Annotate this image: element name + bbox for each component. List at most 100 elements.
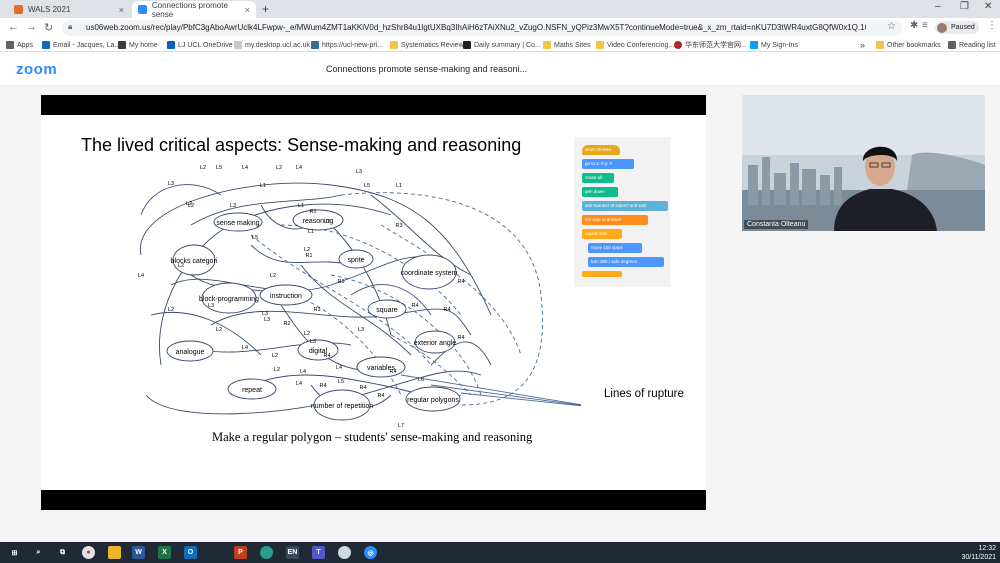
reading-mode-icon[interactable]: ≡ bbox=[922, 20, 928, 31]
paint-icon[interactable] bbox=[338, 546, 351, 559]
system-clock[interactable]: 12:32 30/11/2021 bbox=[958, 544, 996, 562]
edge-label: R4 bbox=[457, 335, 464, 341]
bookmark-desktop[interactable]: my.desktop.ucl.ac.uk bbox=[234, 39, 310, 51]
close-tab-icon[interactable]: × bbox=[244, 4, 250, 15]
edge-label: L2 bbox=[274, 367, 280, 373]
reload-icon[interactable]: ↻ bbox=[44, 22, 54, 34]
page-icon bbox=[463, 41, 471, 49]
edge-label: L3 bbox=[264, 317, 270, 323]
url-text[interactable]: us06web.zoom.us/rec/play/PbfC3gAboAwrUcl… bbox=[86, 23, 866, 32]
zoom-logo[interactable]: zoom bbox=[16, 61, 58, 78]
zoom-favicon-icon bbox=[138, 5, 147, 14]
avatar bbox=[937, 22, 947, 33]
lock-icon[interactable]: 🔒︎ bbox=[68, 22, 73, 31]
bookmark-reading-list[interactable]: Reading list bbox=[948, 39, 996, 51]
scratch-block: ask Number of sides? and wait bbox=[582, 201, 668, 211]
concept-map-diagram: sense making reasoning blocks categori s… bbox=[138, 165, 581, 429]
address-bar[interactable]: 🔒︎ us06web.zoom.us/rec/play/PbfC3gAboAwr… bbox=[62, 20, 902, 36]
node-analogue: analogue bbox=[176, 349, 205, 356]
tab-wals[interactable]: WALS 2021 × bbox=[8, 1, 130, 18]
folder-icon bbox=[390, 41, 398, 49]
bookmark-video-conf[interactable]: Video Conferencing... bbox=[596, 39, 674, 51]
bookmark-my-home[interactable]: My home bbox=[118, 39, 158, 51]
bookmark-label: Apps bbox=[17, 41, 33, 49]
new-tab-button[interactable]: + bbox=[262, 2, 270, 16]
node-reasoning: reasoning bbox=[303, 218, 334, 225]
menu-icon[interactable]: ⋮ bbox=[987, 20, 997, 31]
powerpoint-icon[interactable]: P bbox=[234, 546, 247, 559]
bookmark-label: LJ UCL OneDrive bbox=[178, 41, 233, 49]
scratch-block: go to x: 0 y: 0 bbox=[582, 159, 634, 169]
chrome-icon[interactable]: ● bbox=[82, 546, 95, 559]
more-bookmarks-icon[interactable]: » bbox=[860, 40, 866, 50]
tab-label: WALS 2021 bbox=[28, 5, 71, 14]
word-icon[interactable]: W bbox=[132, 546, 145, 559]
explorer-icon[interactable] bbox=[108, 546, 121, 559]
edge-label: L3 bbox=[356, 169, 362, 175]
clock-time: 12:32 bbox=[978, 545, 996, 552]
edge-label: L2 bbox=[304, 331, 310, 337]
back-icon[interactable]: ← bbox=[8, 21, 19, 33]
bookmark-label: Reading list bbox=[959, 41, 996, 49]
taskview-icon[interactable]: ⧉ bbox=[60, 548, 65, 556]
ucl-icon bbox=[118, 41, 126, 49]
search-icon[interactable]: ⌕ bbox=[36, 548, 41, 556]
ucl-icon bbox=[311, 41, 319, 49]
tab-zoom-recording[interactable]: Connections promote sense × bbox=[132, 0, 256, 19]
bookmark-ecnu[interactable]: 华东师范大学官网... bbox=[674, 39, 747, 51]
forward-icon[interactable]: → bbox=[26, 21, 37, 33]
edge-label: L5 bbox=[252, 235, 258, 241]
folder-icon bbox=[876, 41, 884, 49]
edge-label: L2 bbox=[168, 307, 174, 313]
edge-label: R4 bbox=[377, 393, 384, 399]
edge-label: L4 bbox=[296, 165, 302, 171]
bookmark-sign-ins[interactable]: My Sign-Ins bbox=[750, 39, 798, 51]
edge-label: L2 bbox=[188, 203, 194, 209]
folder-icon bbox=[543, 41, 551, 49]
globe-icon[interactable]: ◎ bbox=[364, 546, 377, 559]
edge-icon[interactable] bbox=[260, 546, 273, 559]
extensions-icon[interactable]: ✱ bbox=[910, 20, 919, 31]
edge-label: L3 bbox=[262, 311, 268, 317]
recording-title: Connections promote sense-making and rea… bbox=[326, 64, 528, 74]
edge-label: R3 bbox=[337, 279, 344, 285]
bookmark-systematics[interactable]: Systematics Review bbox=[390, 39, 464, 51]
excel-icon[interactable]: X bbox=[158, 546, 171, 559]
speaker-video[interactable]: Constanta Olteanu bbox=[742, 95, 985, 231]
bookmark-label: Other bookmarks bbox=[887, 41, 941, 49]
minimize-icon[interactable]: – bbox=[935, 1, 941, 12]
edge-label: R4 bbox=[359, 385, 366, 391]
bookmark-star-icon[interactable]: ☆ bbox=[887, 21, 896, 32]
start-icon[interactable]: ⊞ bbox=[11, 549, 18, 557]
bookmark-ucl-new[interactable]: https://ucl-new-pri... bbox=[311, 39, 383, 51]
edge-label: L3 bbox=[358, 327, 364, 333]
bookmark-email[interactable]: Email - Jacques, La... bbox=[42, 39, 120, 51]
tab-label: Connections promote sense bbox=[151, 0, 228, 19]
edge-label: R4 bbox=[411, 303, 418, 309]
edge-label: L2 bbox=[324, 219, 330, 225]
edge-label: R3 bbox=[313, 307, 320, 313]
node-block-programming: block-programming bbox=[199, 296, 259, 303]
maximize-icon[interactable]: ❐ bbox=[960, 1, 969, 12]
close-window-icon[interactable]: ✕ bbox=[984, 1, 993, 12]
bookmark-maths-sites[interactable]: Maths Sites bbox=[543, 39, 591, 51]
edge-label: L2 bbox=[200, 165, 206, 171]
node-regular-polygons: regular polygons bbox=[407, 397, 459, 404]
slide-caption: Make a regular polygon – students' sense… bbox=[212, 430, 533, 444]
edge-label: L2 bbox=[276, 165, 282, 171]
profile-button[interactable]: Paused bbox=[935, 21, 979, 34]
scratch-block: set side to answer bbox=[582, 215, 648, 225]
edge-label: R2 bbox=[283, 321, 290, 327]
edge-label: L2 bbox=[270, 273, 276, 279]
bookmark-other[interactable]: Other bookmarks bbox=[876, 39, 941, 51]
teams-icon[interactable]: T bbox=[312, 546, 325, 559]
edge-label: R4 bbox=[323, 353, 330, 359]
scratch-block-end bbox=[582, 271, 622, 277]
video-player[interactable]: The lived critical aspects: Sense-making… bbox=[0, 86, 1000, 542]
close-tab-icon[interactable]: × bbox=[118, 4, 124, 15]
outlook-icon[interactable]: O bbox=[184, 546, 197, 559]
bookmark-daily-summary[interactable]: Daily summary | Co... bbox=[463, 39, 541, 51]
bookmark-apps[interactable]: Apps bbox=[6, 39, 33, 51]
en-icon[interactable]: EN bbox=[286, 546, 299, 559]
bookmark-onedrive[interactable]: LJ UCL OneDrive bbox=[167, 39, 233, 51]
